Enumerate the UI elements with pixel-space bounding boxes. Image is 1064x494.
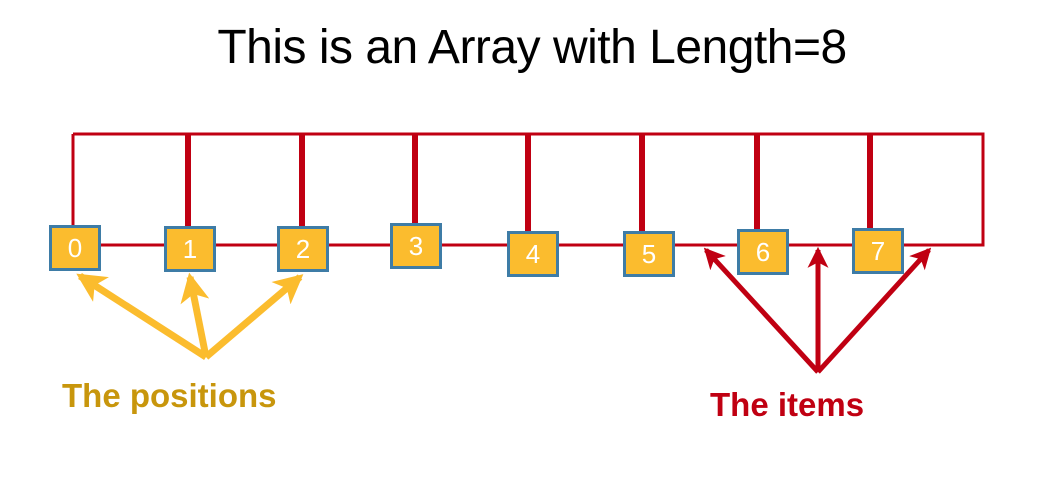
array-cell-6[interactable]: 6 bbox=[737, 229, 789, 275]
array-cell-6-label: 6 bbox=[755, 237, 771, 267]
array-cell-4-label: 4 bbox=[525, 239, 541, 269]
array-cell-2[interactable]: 2 bbox=[277, 226, 329, 272]
positions-arrow-1 bbox=[180, 272, 210, 358]
array-cell-1-label: 1 bbox=[182, 234, 198, 264]
array-cell-dividers bbox=[185, 134, 873, 245]
array-cell-5[interactable]: 5 bbox=[623, 231, 675, 277]
page-title: This is an Array with Length=8 bbox=[217, 21, 847, 74]
array-cell-2-label: 2 bbox=[295, 234, 311, 264]
array-cell-3[interactable]: 3 bbox=[390, 223, 442, 269]
items-arrow-right bbox=[816, 247, 932, 374]
positions-arrow-group bbox=[76, 272, 304, 360]
items-caption: The items bbox=[710, 386, 865, 423]
positions-caption: The positions bbox=[62, 377, 277, 414]
items-arrow-group bbox=[703, 246, 932, 374]
array-cell-4[interactable]: 4 bbox=[507, 231, 559, 277]
positions-arrow-0 bbox=[76, 273, 208, 360]
array-cell-5-label: 5 bbox=[641, 239, 657, 269]
positions-arrow-2 bbox=[203, 274, 304, 360]
array-cell-7-label: 7 bbox=[870, 236, 886, 266]
array-cell-3-label: 3 bbox=[408, 231, 424, 261]
array-cell-0[interactable]: 0 bbox=[49, 225, 101, 271]
items-arrow-left bbox=[703, 247, 820, 374]
array-cell-0-label: 0 bbox=[67, 233, 83, 263]
array-cell-7[interactable]: 7 bbox=[852, 228, 904, 274]
array-cell-1[interactable]: 1 bbox=[164, 226, 216, 272]
array-outline bbox=[71, 132, 985, 247]
